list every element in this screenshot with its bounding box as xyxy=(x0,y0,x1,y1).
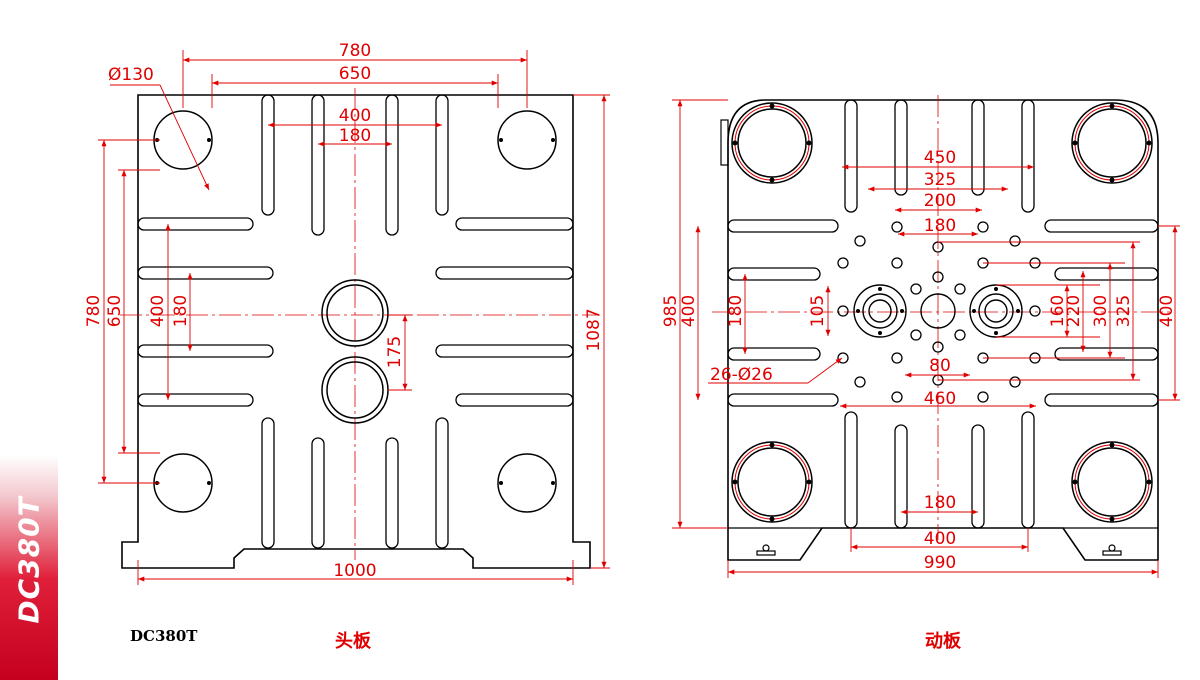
moving-dim-holes-note: 26-Ø26 xyxy=(710,365,773,385)
moving-tie-bar-holes xyxy=(731,102,1153,523)
moving-dim-105: 105 xyxy=(808,295,828,327)
head-dim-left-780: 780 xyxy=(84,295,104,327)
moving-dim-325: 325 xyxy=(924,170,956,190)
moving-dim-300: 300 xyxy=(1091,295,1111,327)
moving-dim-bottom-400: 400 xyxy=(924,529,956,549)
head-dim-left-180: 180 xyxy=(171,295,191,327)
head-dim-1000: 1000 xyxy=(333,561,376,581)
head-dim-1087: 1087 xyxy=(584,308,604,351)
moving-dim-left-180: 180 xyxy=(726,295,746,327)
model-caption: DC380T xyxy=(130,627,198,645)
moving-dim-990: 990 xyxy=(924,553,956,573)
moving-dim-right-400: 400 xyxy=(1157,295,1177,327)
head-plate-outline xyxy=(121,94,591,569)
moving-dim-325-v: 325 xyxy=(1114,295,1134,327)
head-plate-caption: 头板 xyxy=(335,631,371,652)
moving-dim-220: 220 xyxy=(1064,295,1084,327)
head-dim-top-400: 400 xyxy=(339,106,371,126)
moving-plate-caption: 动板 xyxy=(925,631,961,652)
moving-dim-left-400: 400 xyxy=(679,295,699,327)
moving-plate-outline xyxy=(727,99,1159,561)
head-dim-left-400: 400 xyxy=(148,295,168,327)
moving-dim-460: 460 xyxy=(924,389,956,409)
head-plate-drawing: Ø130 780 650 400 180 780 650 400 180 175… xyxy=(84,41,610,585)
head-top-slots xyxy=(261,94,449,549)
moving-dim-160: 160 xyxy=(1048,295,1068,327)
moving-dim-180-top: 180 xyxy=(924,216,956,236)
moving-dim-80: 80 xyxy=(929,356,951,376)
head-dim-top-650: 650 xyxy=(339,64,371,84)
head-dim-175: 175 xyxy=(385,336,405,368)
side-tab xyxy=(0,455,58,680)
head-side-slots xyxy=(137,217,574,407)
moving-dim-200: 200 xyxy=(924,191,956,211)
moving-plate-drawing: 450 325 200 180 80 460 105 160 220 300 3… xyxy=(661,95,1180,578)
head-dim-top-780: 780 xyxy=(339,41,371,61)
head-dim-top-180: 180 xyxy=(339,126,371,146)
head-dim-tie-bar-dia: Ø130 xyxy=(108,65,154,85)
head-dim-left-650: 650 xyxy=(105,295,125,327)
moving-dim-450: 450 xyxy=(924,148,956,168)
moving-dim-985: 985 xyxy=(661,295,681,327)
moving-dim-bottom-180: 180 xyxy=(924,493,956,513)
